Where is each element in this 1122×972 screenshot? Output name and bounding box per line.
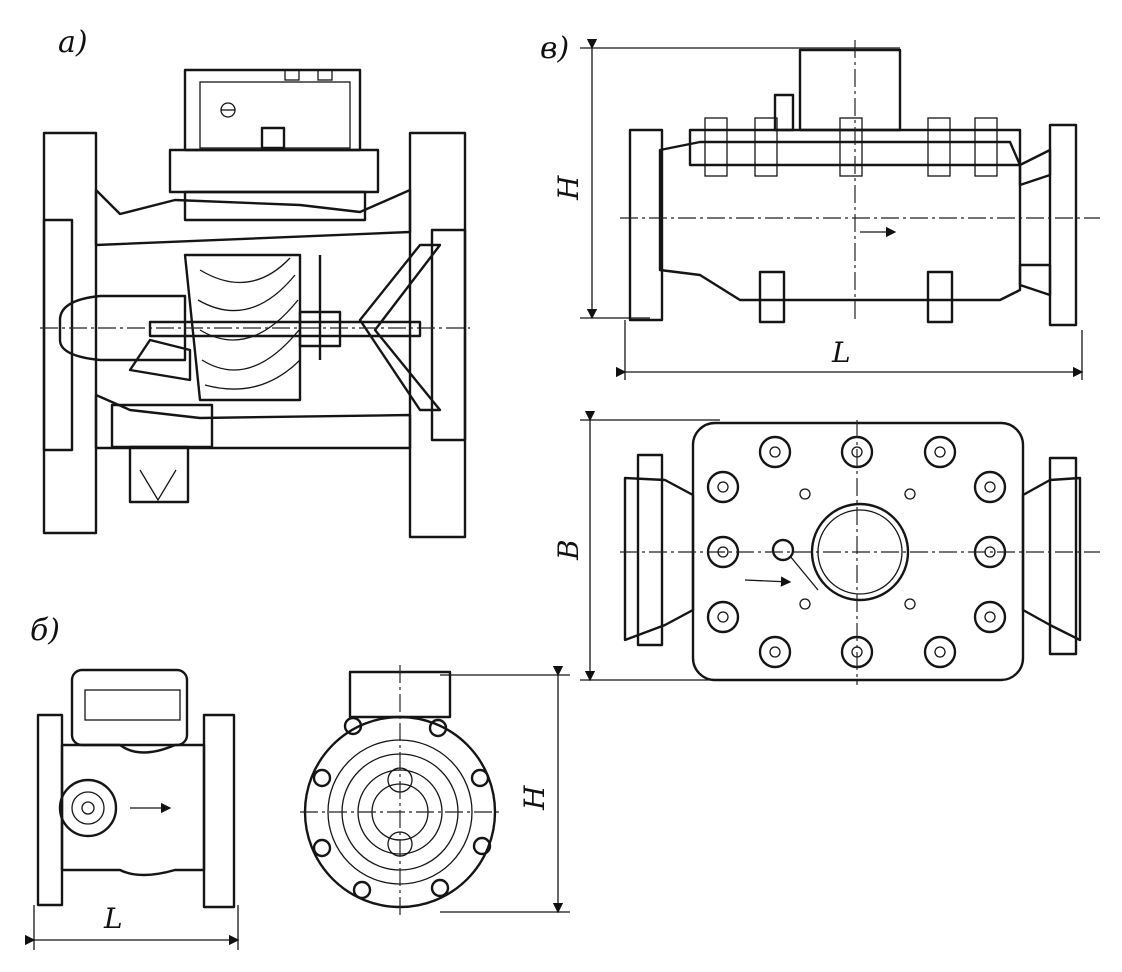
outlet-flange <box>1048 123 1078 327</box>
small-counter <box>70 668 189 747</box>
view-v-elevation: в) H L <box>540 31 1100 380</box>
dim-l-label: L <box>831 336 851 369</box>
plan-outlet-flange <box>1021 476 1082 642</box>
dim-h-small-label: H <box>518 785 551 811</box>
counter-head <box>168 68 380 222</box>
view-b-label: б) <box>30 613 60 648</box>
rear-support-strut <box>358 243 442 412</box>
dim-h-label: H <box>552 175 585 201</box>
transmission-gear <box>110 403 214 504</box>
view-v-plan: B <box>552 410 1100 685</box>
small-port <box>771 538 795 562</box>
view-a-label: а) <box>58 25 88 60</box>
housing-lower-wall <box>94 393 412 450</box>
foot-left <box>758 270 786 324</box>
inlet-fairing <box>128 338 192 382</box>
counter-box <box>798 48 902 132</box>
view-b-small-meter: б) L <box>24 613 570 950</box>
left-flange <box>42 131 98 535</box>
foot-right <box>926 270 954 324</box>
shaft <box>148 320 422 338</box>
housing-upper-wall <box>94 188 412 247</box>
dim-b-label: B <box>552 539 585 561</box>
view-v-label: в) <box>540 31 569 66</box>
inlet-flange <box>628 128 664 322</box>
view-a-section: а) <box>40 25 470 539</box>
dim-l-small-label: L <box>103 902 123 935</box>
plan-inlet-flange <box>623 476 695 642</box>
inlet-cone <box>58 294 187 362</box>
view-b-end: H <box>300 665 570 915</box>
view-b-side: L <box>24 668 240 950</box>
